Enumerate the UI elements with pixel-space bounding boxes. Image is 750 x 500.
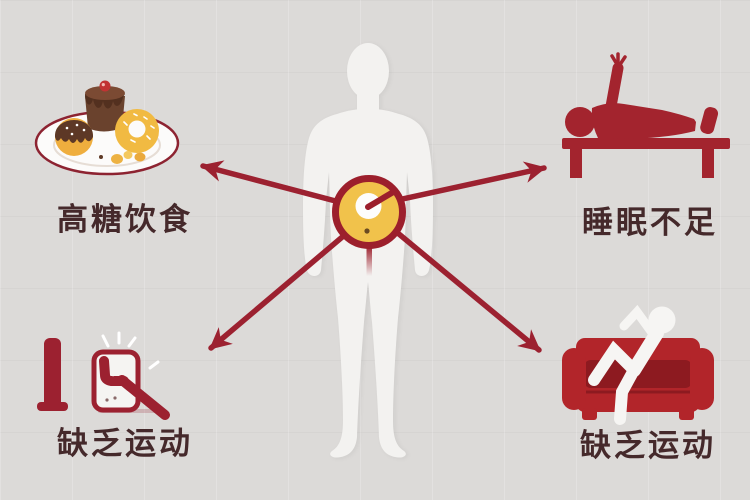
- pole: [44, 338, 61, 408]
- sleeper-head: [565, 107, 595, 137]
- pole-base: [37, 402, 68, 411]
- silhouette-head: [347, 43, 389, 99]
- sofa-foot-left: [582, 408, 597, 420]
- lounger-torso: [627, 326, 664, 377]
- phone-buttons: [105, 396, 117, 402]
- sparkle-lines: [101, 331, 160, 370]
- reclining-figure: [99, 356, 170, 420]
- figure-notch: [110, 368, 117, 377]
- blood-sugar-gauge-icon: [332, 175, 406, 276]
- sofa-armrest-right: [690, 348, 714, 410]
- phone-lounging-icon: [37, 331, 170, 420]
- arrow-to-bottom-right: [379, 217, 542, 353]
- lounger-arm: [619, 304, 658, 339]
- candy-pieces: [99, 151, 146, 164]
- gauge-stem: [366, 246, 372, 276]
- label-lack-of-exercise-right: 缺乏运动: [580, 428, 716, 464]
- label-sleep-deprivation: 睡眠不足: [582, 205, 718, 241]
- chocolate-cake: [85, 80, 125, 132]
- bed-leg-right: [702, 147, 714, 178]
- cherry: [99, 80, 111, 92]
- sleeper-foot: [700, 107, 719, 135]
- person-on-sofa-icon: [562, 304, 714, 425]
- sofa-armrest-left: [562, 348, 586, 410]
- sleeper-body: [591, 103, 696, 139]
- gauge-tick-dot: [364, 228, 370, 234]
- lounger-bent-leg: [588, 340, 640, 386]
- label-lack-of-exercise-left: 缺乏运动: [57, 426, 193, 462]
- sofa-foot-right: [679, 408, 694, 420]
- yellow-donut: [115, 109, 159, 153]
- sleeper-raised-arm: [604, 62, 624, 118]
- lounger-hanging-leg: [614, 364, 640, 425]
- person-lying-on-bed-icon: [562, 52, 730, 178]
- bed-leg-left: [570, 147, 582, 178]
- dessert-plate-icon: [34, 80, 180, 176]
- arrow-to-bottom-left: [208, 219, 363, 351]
- bed-platform: [562, 138, 730, 149]
- chocolate-donut: [55, 118, 93, 156]
- lounging-figure: [588, 304, 676, 425]
- gauge-needle: [365, 188, 398, 210]
- label-high-sugar-diet: 高糖饮食: [57, 202, 193, 238]
